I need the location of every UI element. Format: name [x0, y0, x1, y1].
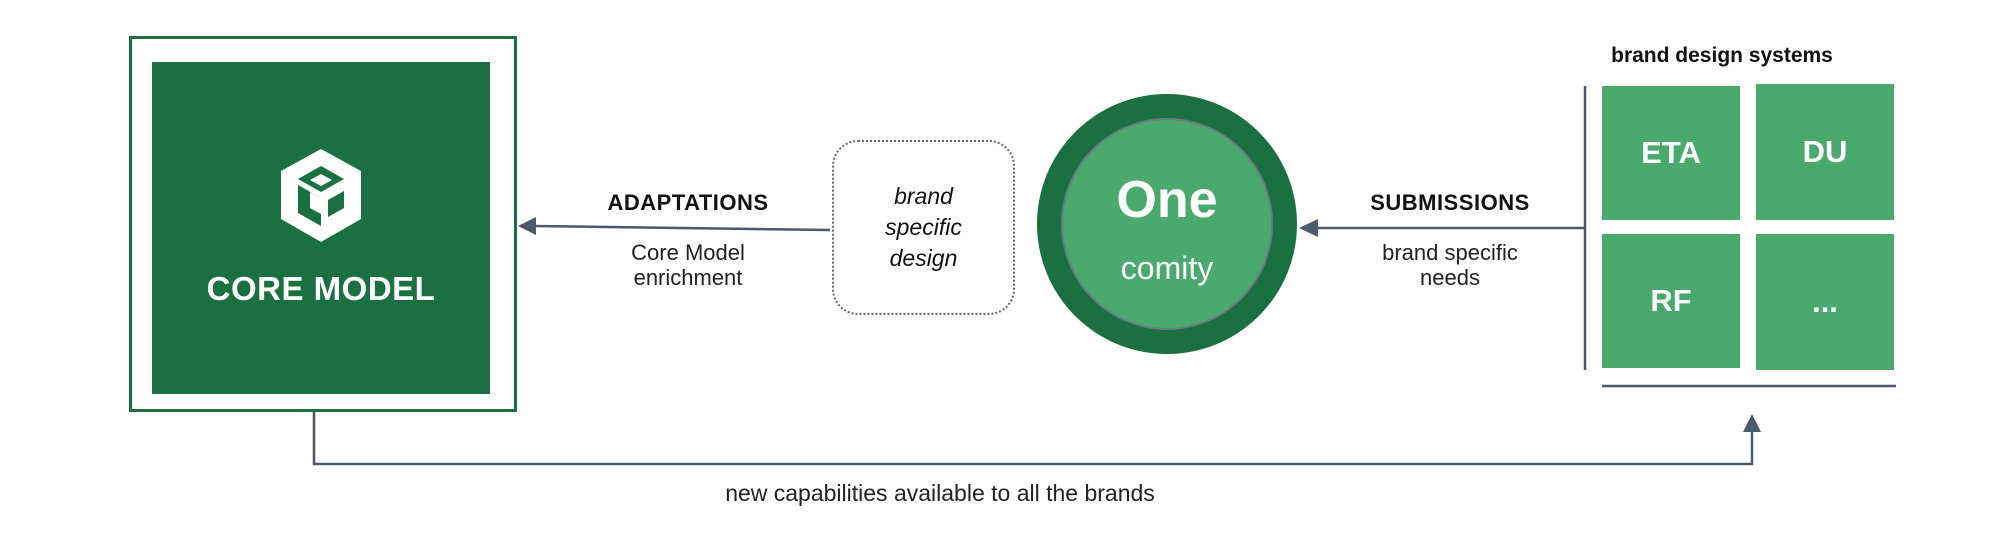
brand-specific-design-line2: specific — [885, 214, 962, 240]
adaptations-caption: Core Model enrichment — [588, 240, 788, 290]
hub-subtitle: comity — [1120, 250, 1214, 286]
brand-specific-design-line1: brand — [894, 183, 953, 209]
brand-specific-design-text: brand specific design — [854, 181, 994, 274]
submissions-caption: brand specific needs — [1350, 240, 1550, 290]
feedback-loop-arrow-head — [1743, 414, 1761, 432]
brand-tile-rf: RF — [1602, 234, 1740, 368]
brand-tile-more: ... — [1756, 234, 1894, 370]
core-model-box: CORE MODEL — [152, 62, 490, 394]
brand-specific-design-line3: design — [889, 245, 958, 271]
brand-tile-du: DU — [1756, 84, 1894, 220]
adaptations-arrow-head — [518, 217, 536, 235]
core-model-title: CORE MODEL — [206, 270, 436, 307]
brand-design-systems-heading: brand design systems — [1611, 44, 1833, 67]
cube-logo-icon — [281, 149, 361, 242]
feedback-loop-line — [312, 412, 1754, 466]
adaptations-caption-line1: Core Model — [631, 240, 745, 265]
one-comity-inner-circle: One comity — [1061, 118, 1273, 330]
submissions-caption-line1: brand specific — [1382, 240, 1518, 265]
adaptations-arrow-line — [534, 224, 831, 232]
submissions-caption-line2: needs — [1420, 265, 1480, 290]
brand-specific-design-box: brand specific design — [832, 140, 1015, 315]
adaptations-caption-line2: enrichment — [633, 265, 743, 290]
submissions-arrow-head — [1299, 219, 1318, 237]
brand-tile-eta: ETA — [1602, 86, 1740, 220]
one-comity-hub: One comity — [1037, 94, 1297, 354]
feedback-loop-caption: new capabilities available to all the br… — [725, 480, 1155, 506]
submissions-heading: SUBMISSIONS — [1370, 190, 1530, 215]
adaptations-heading: ADAPTATIONS — [607, 190, 769, 215]
hub-title: One — [1116, 171, 1218, 229]
